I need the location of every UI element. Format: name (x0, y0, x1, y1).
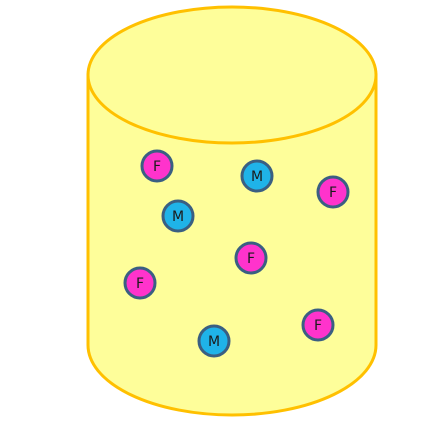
ball-label: F (314, 318, 322, 334)
ball-circle (140, 149, 174, 183)
cylinder-top (86, 5, 378, 145)
ball-female: F (301, 308, 335, 342)
ball-circle (240, 159, 274, 193)
ball-circle (161, 199, 195, 233)
ball-label: M (251, 169, 263, 185)
ball-female: F (234, 241, 268, 275)
balls-group: F M F M F F F M (123, 149, 350, 358)
ball-male: M (240, 159, 274, 193)
ball-label: M (208, 334, 220, 350)
ball-female: F (140, 149, 174, 183)
ball-label: F (136, 276, 144, 292)
ball-circle (234, 241, 268, 275)
ball-label: F (153, 159, 161, 175)
ball-circle (316, 175, 350, 209)
ball-female: F (316, 175, 350, 209)
ball-circle (301, 308, 335, 342)
ball-male: M (197, 324, 231, 358)
ball-female: F (123, 266, 157, 300)
ball-label: M (172, 209, 184, 225)
ball-circle (197, 324, 231, 358)
ball-label: F (329, 185, 337, 201)
ball-label: F (247, 251, 255, 267)
ball-circle (123, 266, 157, 300)
ball-male: M (161, 199, 195, 233)
